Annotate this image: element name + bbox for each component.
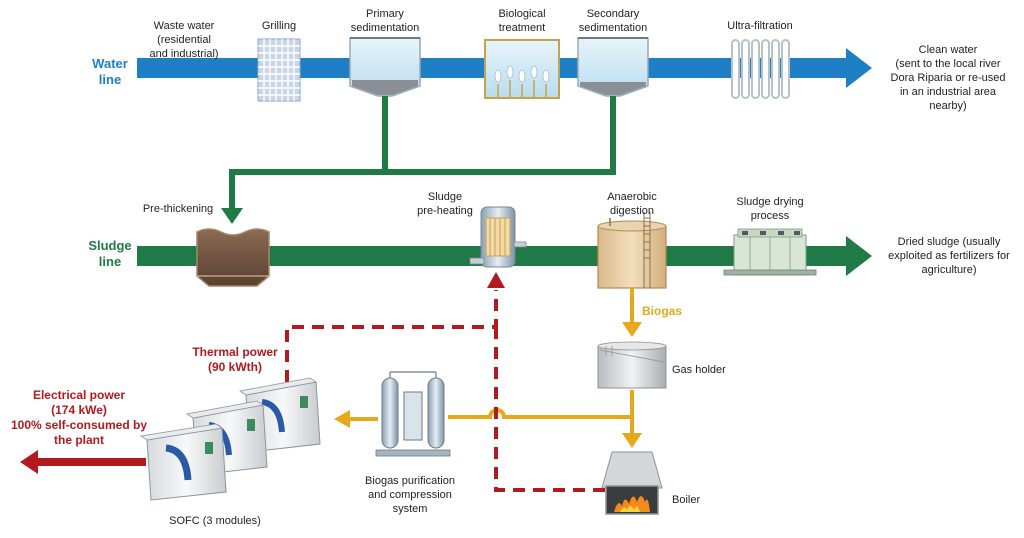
sofc-label: SOFC (3 modules)	[169, 515, 261, 527]
sludge-drying-label: Sludge drying process	[736, 196, 804, 222]
secondary-sedimentation-tank-icon	[577, 37, 649, 97]
grilling-screen-icon	[257, 38, 301, 102]
primary-sedimentation-tank-icon	[349, 37, 421, 97]
anaerobic-digester-icon	[597, 212, 667, 289]
sludge-pre-heating-label: Sludge pre-heating	[417, 191, 473, 217]
electrical-power-label: Electrical power (174 kWe) 100% self-con…	[10, 388, 148, 447]
boiler-icon	[601, 451, 663, 515]
secondary-sedimentation-label: Secondary sedimentation	[578, 8, 648, 34]
sludge-pre-heater-icon	[469, 206, 527, 268]
water-line-label: Water line	[92, 56, 128, 87]
sludge-transfer-pipes	[229, 96, 616, 212]
grilling-label: Grilling	[261, 20, 297, 32]
gas-holder-label: Gas holder	[672, 364, 726, 376]
dried-sludge-label: Dried sludge (usually exploited as ferti…	[888, 236, 1010, 276]
ultra-filtration-label: Ultra-filtration	[727, 20, 793, 32]
sofc-modules-icon	[139, 377, 321, 501]
pre-thickening-arrowhead	[221, 208, 243, 224]
pre-thickening-label: Pre-thickening	[142, 203, 214, 215]
electrical-power-arrow	[20, 450, 146, 474]
clean-water-label: Clean water (sent to the local river Dor…	[890, 44, 1006, 112]
thermal-power-label: Thermal power (90 kWth)	[192, 345, 278, 374]
boiler-label: Boiler	[672, 494, 701, 506]
sludge-dryer-icon	[723, 228, 817, 276]
biogas-to-boiler-arrowhead	[622, 433, 642, 448]
biogas-to-sofc-arrowhead	[334, 410, 350, 428]
pre-thickening-tank-icon	[196, 228, 270, 287]
biogas-label: Biogas	[642, 304, 683, 318]
ultra-filtration-icon	[731, 39, 790, 99]
thermal-to-preheater-arrowhead	[487, 272, 505, 288]
biological-treatment-tank-icon	[484, 39, 560, 99]
biogas-to-holder-arrowhead	[622, 322, 642, 337]
anaerobic-digestion-label: Anaerobic digestion	[607, 191, 657, 217]
primary-sedimentation-label: Primary sedimentation	[350, 8, 420, 34]
waste-water-label: Waste water (residential and industrial)	[149, 20, 219, 60]
biogas-purification-icon	[375, 371, 451, 457]
biological-treatment-label: Biological treatment	[498, 8, 546, 34]
biogas-purification-label: Biogas purification and compression syst…	[365, 475, 455, 515]
sofc-module-1	[139, 423, 227, 501]
gas-holder-icon	[597, 341, 667, 389]
sludge-line-label: Sludge line	[88, 238, 132, 269]
thermal-power-pipes	[285, 290, 605, 492]
